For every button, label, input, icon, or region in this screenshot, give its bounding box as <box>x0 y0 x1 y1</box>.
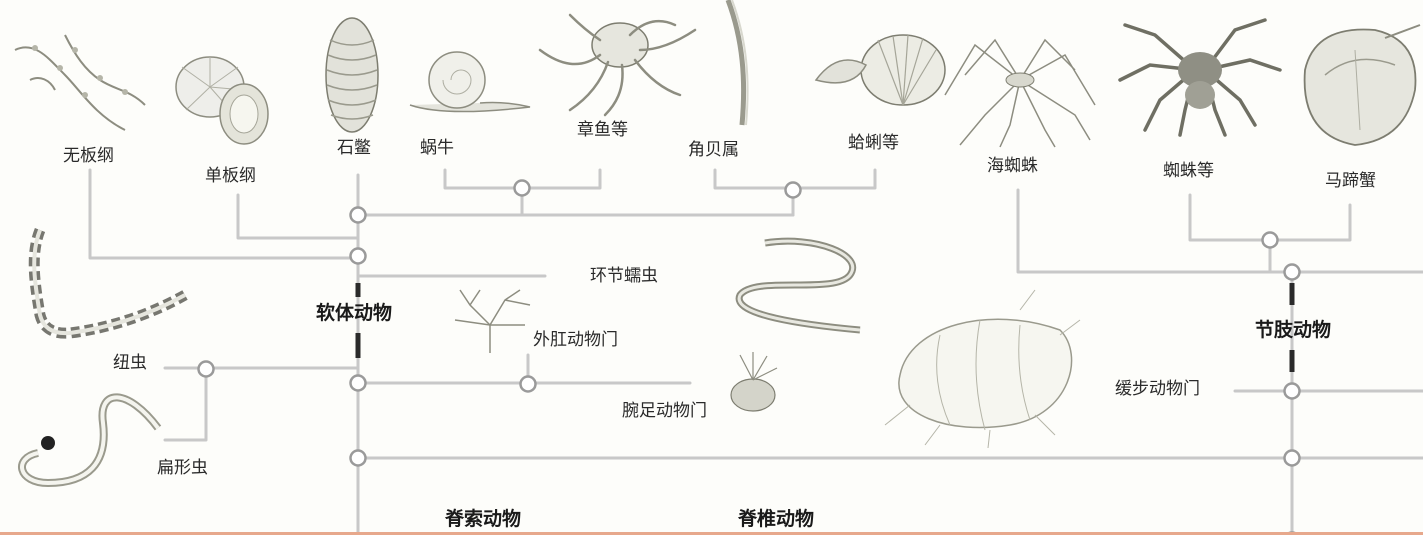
label-jiaobeishu: 角贝属 <box>688 140 739 160</box>
branch-bianxing <box>163 366 208 442</box>
branch-wubangang <box>88 168 360 260</box>
node-molluscs-upper <box>349 206 367 224</box>
label-haizhizhu: 海蜘蛛 <box>987 156 1038 176</box>
label-waigang: 外肛动物门 <box>533 330 618 350</box>
node-arthropod-upper <box>1283 263 1301 281</box>
annelid-illustration <box>735 237 861 334</box>
sea-spider-illustration <box>944 38 1096 148</box>
flatworm-illustration <box>18 393 162 488</box>
header-ruanti: 软体动物 <box>316 302 393 324</box>
label-danbangang: 单板纲 <box>205 166 256 186</box>
label-niuchong: 纽虫 <box>113 353 147 373</box>
node-niuchong-bianxing <box>197 360 215 378</box>
label-woniu: 蜗牛 <box>420 138 454 158</box>
branch-danbangang <box>236 193 360 240</box>
header-jiezhi: 节肢动物 <box>1255 319 1332 341</box>
label-zhizhu: 蜘蛛等 <box>1163 161 1214 181</box>
clam-illustration <box>814 34 946 106</box>
spider-illustration <box>1118 18 1282 137</box>
label-wanzu: 腕足动物门 <box>622 401 707 421</box>
nemertean-illustration <box>28 227 188 339</box>
node-middle <box>349 374 367 392</box>
bryozoan-illustration <box>454 289 531 353</box>
branch-haizhizhu <box>1016 188 1423 274</box>
snail-illustration <box>409 51 531 113</box>
label-wubangang: 无板纲 <box>63 146 114 166</box>
label-bianxing: 扁形虫 <box>157 458 208 478</box>
monoplacophoran-illustration <box>175 56 269 145</box>
node-lower <box>349 449 367 467</box>
label-shibie: 石鳖 <box>337 138 371 158</box>
horseshoe-crab-illustration <box>1303 24 1421 146</box>
label-zhangyu: 章鱼等 <box>577 120 628 140</box>
label-huanbu: 缓步动物门 <box>1115 379 1200 399</box>
node-zhizhu-matixie <box>1261 231 1279 249</box>
node-waigang <box>519 375 537 393</box>
node-huanbu <box>1283 382 1301 400</box>
tardigrade-illustration <box>884 289 1081 449</box>
aplacophoran-illustration <box>14 34 146 131</box>
node-molluscs-lower <box>349 247 367 265</box>
header-jizhui: 脊椎动物 <box>738 508 815 530</box>
label-geli: 蛤蜊等 <box>848 133 899 153</box>
tusk-shell-illustration <box>725 0 749 126</box>
bottom-color-strip <box>0 532 1423 535</box>
brachiopod-illustration <box>730 352 778 412</box>
header-jisuo: 脊索动物 <box>445 508 522 530</box>
node-jiaobei-geli <box>784 181 802 199</box>
node-arthropod-lower <box>1283 449 1301 467</box>
label-huanjie: 环节蠕虫 <box>590 266 658 286</box>
node-woniu-zhangyu <box>513 179 531 197</box>
chiton-illustration <box>325 17 379 133</box>
octopus-illustration <box>538 13 697 117</box>
label-matixie: 马蹄蟹 <box>1325 171 1376 191</box>
